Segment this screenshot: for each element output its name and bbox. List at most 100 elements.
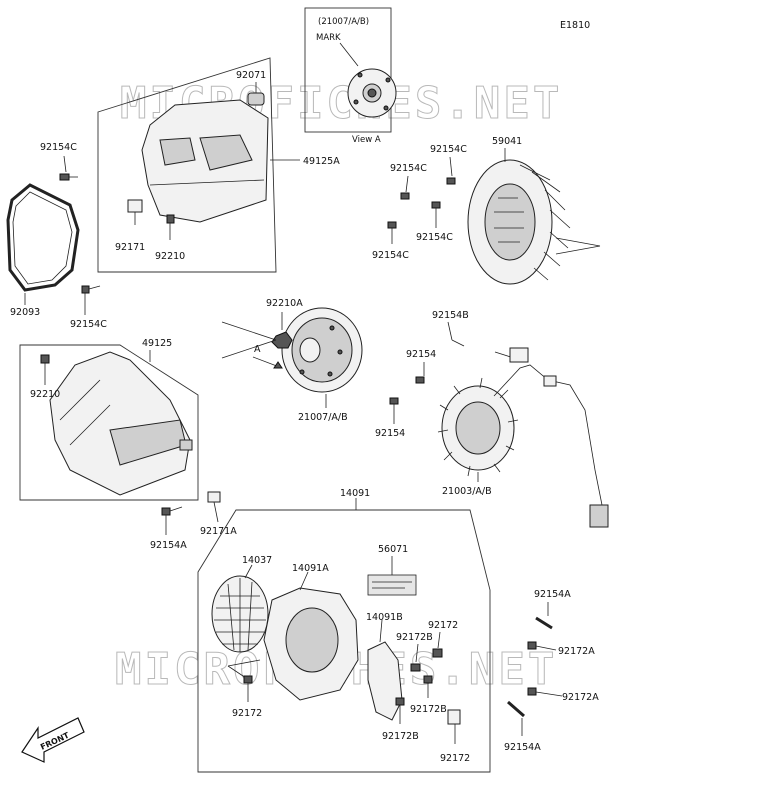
- screw-92172-a: [432, 648, 443, 658]
- shroud-rib: [59, 379, 101, 421]
- callout-92172-a: 92172: [428, 620, 458, 631]
- leader-92154c-b: [405, 175, 409, 193]
- callout-92154-b: 92154: [375, 428, 405, 439]
- callout-92154c-c: 92154C: [416, 232, 453, 243]
- front-indicator: FRONT: [21, 717, 85, 763]
- callout-49125a: 49125A: [303, 156, 340, 167]
- arrow-a-label: A: [254, 344, 261, 355]
- callout-pointer-upper: [227, 665, 247, 679]
- flywheel-axis-lower: [221, 339, 277, 359]
- leader-14037: [244, 564, 253, 579]
- leader-92154b: [447, 321, 453, 341]
- label-56071: [367, 574, 417, 596]
- bolt-92154c-left: [81, 285, 90, 294]
- flywheel-hole: [329, 325, 335, 331]
- front-arrow: [21, 717, 85, 763]
- view-a-caption: View A: [352, 135, 381, 145]
- callout-92210-left: 92210: [30, 389, 60, 400]
- leader-92172a-r2: [535, 691, 563, 697]
- callout-92210a: 92210A: [266, 298, 303, 309]
- group-frame-49125a: [97, 57, 277, 273]
- shroud-opening: [199, 134, 253, 171]
- callout-92172a-r1: 92172A: [558, 646, 595, 657]
- callout-92154a-left: 92154A: [150, 540, 187, 551]
- rotor-hole: [383, 105, 389, 111]
- fan-hub: [484, 183, 536, 261]
- callout-92172-b: 92172: [440, 753, 470, 764]
- bolt-92154c-b: [400, 192, 410, 200]
- harness-grommet: [543, 375, 557, 387]
- grommet-92171a: [207, 491, 221, 503]
- callout-92210-top: 92210: [155, 251, 185, 262]
- flywheel-axis-upper: [221, 321, 277, 341]
- seal-92093-inner: [12, 191, 73, 285]
- leader-92154c-topleft: [63, 155, 67, 173]
- view-a-frame: [304, 7, 392, 133]
- callout-92154-a: 92154: [406, 349, 436, 360]
- mark-label: MARK: [316, 33, 341, 43]
- shroud-49125a: [141, 99, 269, 223]
- flywheel-face: [291, 317, 353, 383]
- callout-14091a: 14091A: [292, 563, 329, 574]
- flywheel-hole: [337, 349, 343, 355]
- view-a-reference: (21007/A/B): [318, 17, 369, 27]
- leader-92154c-a: [449, 156, 453, 177]
- screw-92154-a: [415, 376, 425, 384]
- callout-92154c-b: 92154C: [390, 163, 427, 174]
- fan-blades: [519, 164, 571, 281]
- screw-92172a-r1: [527, 641, 537, 650]
- nut-92210-left: [40, 354, 50, 364]
- fan-axis-line-2: [555, 245, 601, 255]
- callout-92154c-left: 92154C: [70, 319, 107, 330]
- leader-14091b: [379, 619, 383, 643]
- seal-92093: [6, 183, 80, 292]
- stator-harness: [493, 364, 603, 506]
- shroud-edge: [149, 179, 265, 186]
- callout-92154c-topleft: 92154C: [40, 142, 77, 153]
- callout-92172a-r2: 92172A: [562, 692, 599, 703]
- flywheel-hole: [327, 371, 333, 377]
- callout-92172-left: 92172: [232, 708, 262, 719]
- flywheel-hole: [299, 369, 305, 375]
- cover-14091b: [367, 641, 403, 721]
- rotor-hole: [385, 77, 391, 83]
- stator-core: [455, 401, 501, 455]
- callout-pointer-lower: [227, 659, 261, 667]
- callout-92154c-d: 92154C: [372, 250, 409, 261]
- callout-92172b-a: 92172B: [396, 632, 433, 643]
- group-frame-14091: [197, 509, 491, 773]
- leader-92172-a: [437, 631, 441, 649]
- bolt-92154a-r1: [535, 616, 553, 630]
- bolt-92154c-topleft: [59, 173, 70, 181]
- harness-connector: [589, 504, 609, 528]
- callout-14091: 14091: [340, 488, 370, 499]
- view-a-inset: (21007/A/B) MARK View A: [304, 7, 397, 145]
- housing-opening: [285, 607, 339, 673]
- screw-92172-left: [243, 675, 253, 684]
- shroud-49125-group: 49125 92210: [19, 338, 199, 501]
- group-frame-49125: [19, 344, 199, 501]
- rotor-bore: [367, 88, 377, 98]
- screen-grid: [214, 578, 266, 652]
- fan-59041: 59041: [467, 136, 601, 285]
- bolt-92154a-left: [161, 507, 171, 516]
- callout-92172b-b: 92172B: [410, 704, 447, 715]
- leader-92172a-r1: [535, 645, 557, 651]
- callout-92154a-r2: 92154A: [504, 742, 541, 753]
- rotor-hole: [353, 99, 359, 105]
- callout-59041: 59041: [492, 136, 522, 147]
- flywheel-boss: [299, 337, 321, 363]
- mark-dot: [357, 72, 363, 78]
- nut-92210: [166, 214, 175, 224]
- bolt-92154a-r2: [507, 700, 525, 718]
- housing-14091-group: 14091 14037 14091A 56071 14091B 92172 92…: [197, 488, 491, 773]
- callout-49125: 49125: [142, 338, 172, 349]
- screw-92172-b: [447, 709, 461, 725]
- stator-poles: [437, 377, 519, 477]
- fan-axis-line-1: [555, 237, 601, 247]
- callout-92154b: 92154B: [432, 310, 469, 321]
- callout-92154c-a: 92154C: [430, 144, 467, 155]
- view-a-arrowhead: [273, 361, 283, 369]
